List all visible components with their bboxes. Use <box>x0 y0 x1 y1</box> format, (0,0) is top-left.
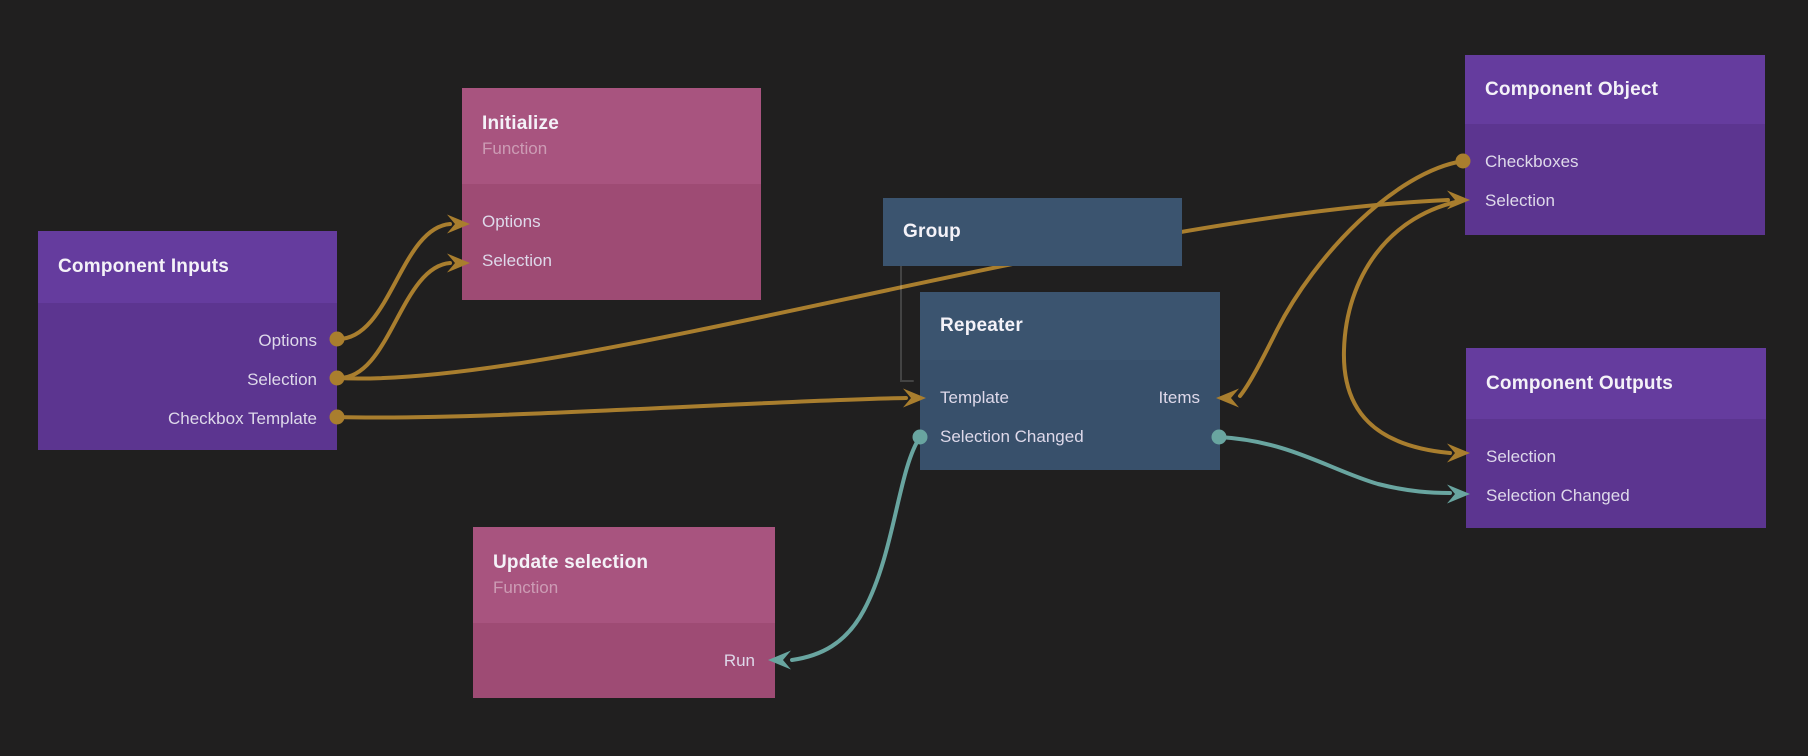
wire-object-selection-to-outputs-selection[interactable] <box>1341 198 1467 455</box>
node-header-repeater[interactable]: Repeater <box>920 292 1220 360</box>
wire-inputs-selection-to-initialize-selection[interactable] <box>335 261 452 381</box>
node-header-component-outputs[interactable]: Component Outputs <box>1466 348 1766 419</box>
port-run-update-selection[interactable]: Run <box>723 651 755 670</box>
node-header-component-inputs[interactable]: Component Inputs <box>38 231 337 303</box>
parent-link-group-to-repeater[interactable] <box>900 265 914 382</box>
node-header-component-object[interactable]: Component Object <box>1465 55 1765 124</box>
node-title: Initialize <box>482 113 559 134</box>
wire-inputs-options-to-initialize-options[interactable] <box>335 222 452 342</box>
port-selection-component-object[interactable]: Selection <box>1485 191 1555 210</box>
port-selection-changed-component-outputs[interactable]: Selection Changed <box>1486 486 1630 505</box>
port-selection-component-inputs[interactable]: Selection <box>247 370 317 389</box>
port-options-component-inputs[interactable]: Options <box>258 331 317 350</box>
port-checkboxes-component-object[interactable]: Checkboxes <box>1485 152 1579 171</box>
node-title: Group <box>903 221 961 242</box>
port-selection-initialize[interactable]: Selection <box>482 251 552 270</box>
port-items-repeater[interactable]: Items <box>1158 388 1200 407</box>
port-selection-changed-repeater[interactable]: Selection Changed <box>940 427 1084 446</box>
node-title: Repeater <box>940 315 1023 336</box>
node-title: Update selection <box>493 552 649 573</box>
port-template-repeater[interactable]: Template <box>940 388 1009 407</box>
wire-inputs-checkbox-template-to-repeater-template[interactable] <box>335 396 908 420</box>
node-title: Component Outputs <box>1486 372 1674 394</box>
wire-object-checkboxes-to-repeater-items[interactable] <box>1238 159 1465 398</box>
node-subtitle: Function <box>493 578 559 597</box>
wire-inputs-selection-to-object-selection[interactable] <box>335 198 1450 381</box>
wire-repeater-selection-changed-to-outputs-selection-changed[interactable] <box>1217 435 1452 495</box>
port-selection-component-outputs[interactable]: Selection <box>1486 447 1556 466</box>
node-title: Component Object <box>1485 78 1659 100</box>
wire-repeater-selection-changed-to-update-selection-run[interactable] <box>790 435 922 662</box>
port-options-initialize[interactable]: Options <box>482 212 541 231</box>
node-header-group[interactable]: Group <box>883 198 1182 266</box>
port-checkbox-template-component-inputs[interactable]: Checkbox Template <box>168 409 317 428</box>
node-body-update-selection: Run <box>473 623 775 698</box>
node-title: Component Inputs <box>58 256 230 277</box>
node-group[interactable]: Group <box>883 198 1182 266</box>
node-subtitle: Function <box>482 139 548 158</box>
